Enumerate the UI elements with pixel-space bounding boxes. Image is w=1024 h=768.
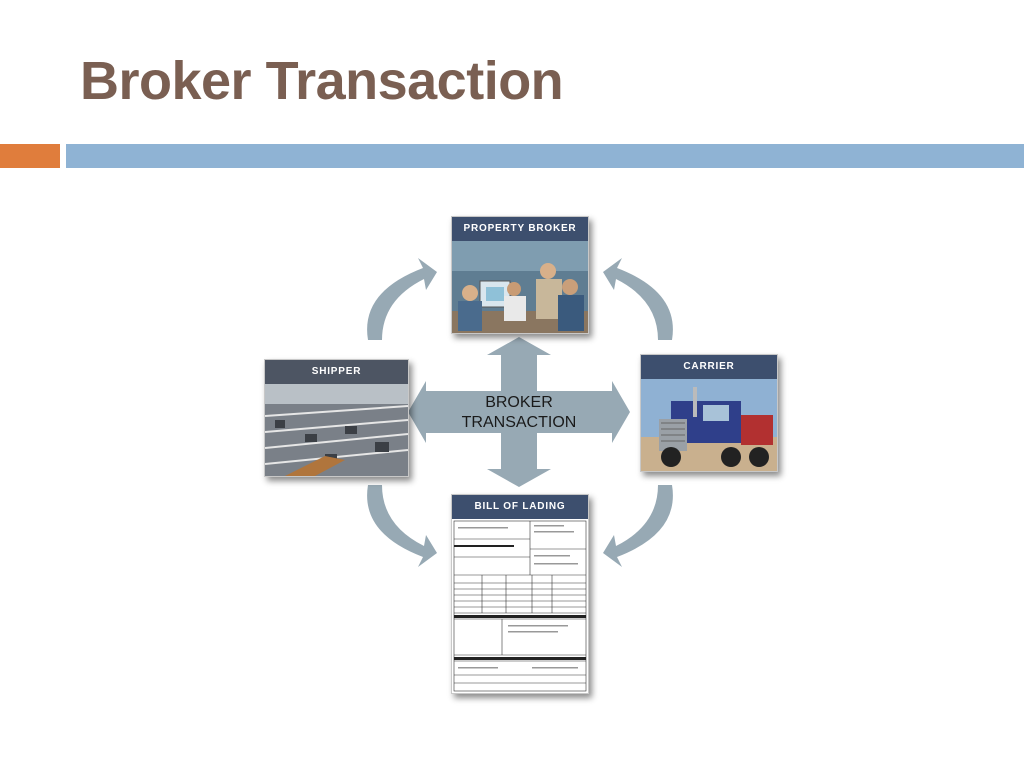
factory-floor-image	[265, 384, 408, 476]
node-shipper: SHIPPER	[264, 359, 409, 477]
bill-of-lading-form-image	[452, 519, 588, 693]
node-bill-of-lading: BILL OF LADING	[451, 494, 589, 694]
center-label-line1: BROKER	[430, 393, 608, 413]
office-meeting-image	[452, 241, 588, 333]
node-shipper-header: SHIPPER	[265, 360, 408, 384]
curved-arrow-top-right	[603, 258, 673, 340]
node-property-broker: PROPERTY BROKER	[451, 216, 589, 334]
center-label-line2: TRANSACTION	[430, 413, 608, 433]
curved-arrow-bottom-left	[367, 485, 437, 567]
semi-truck-image	[641, 379, 777, 471]
curved-arrow-top-left	[367, 258, 437, 340]
node-bill-of-lading-header: BILL OF LADING	[452, 495, 588, 519]
node-carrier-header: CARRIER	[641, 355, 777, 379]
node-property-broker-header: PROPERTY BROKER	[452, 217, 588, 241]
center-label: BROKER TRANSACTION	[430, 393, 608, 433]
node-carrier: CARRIER	[640, 354, 778, 472]
curved-arrow-bottom-right	[603, 485, 673, 567]
